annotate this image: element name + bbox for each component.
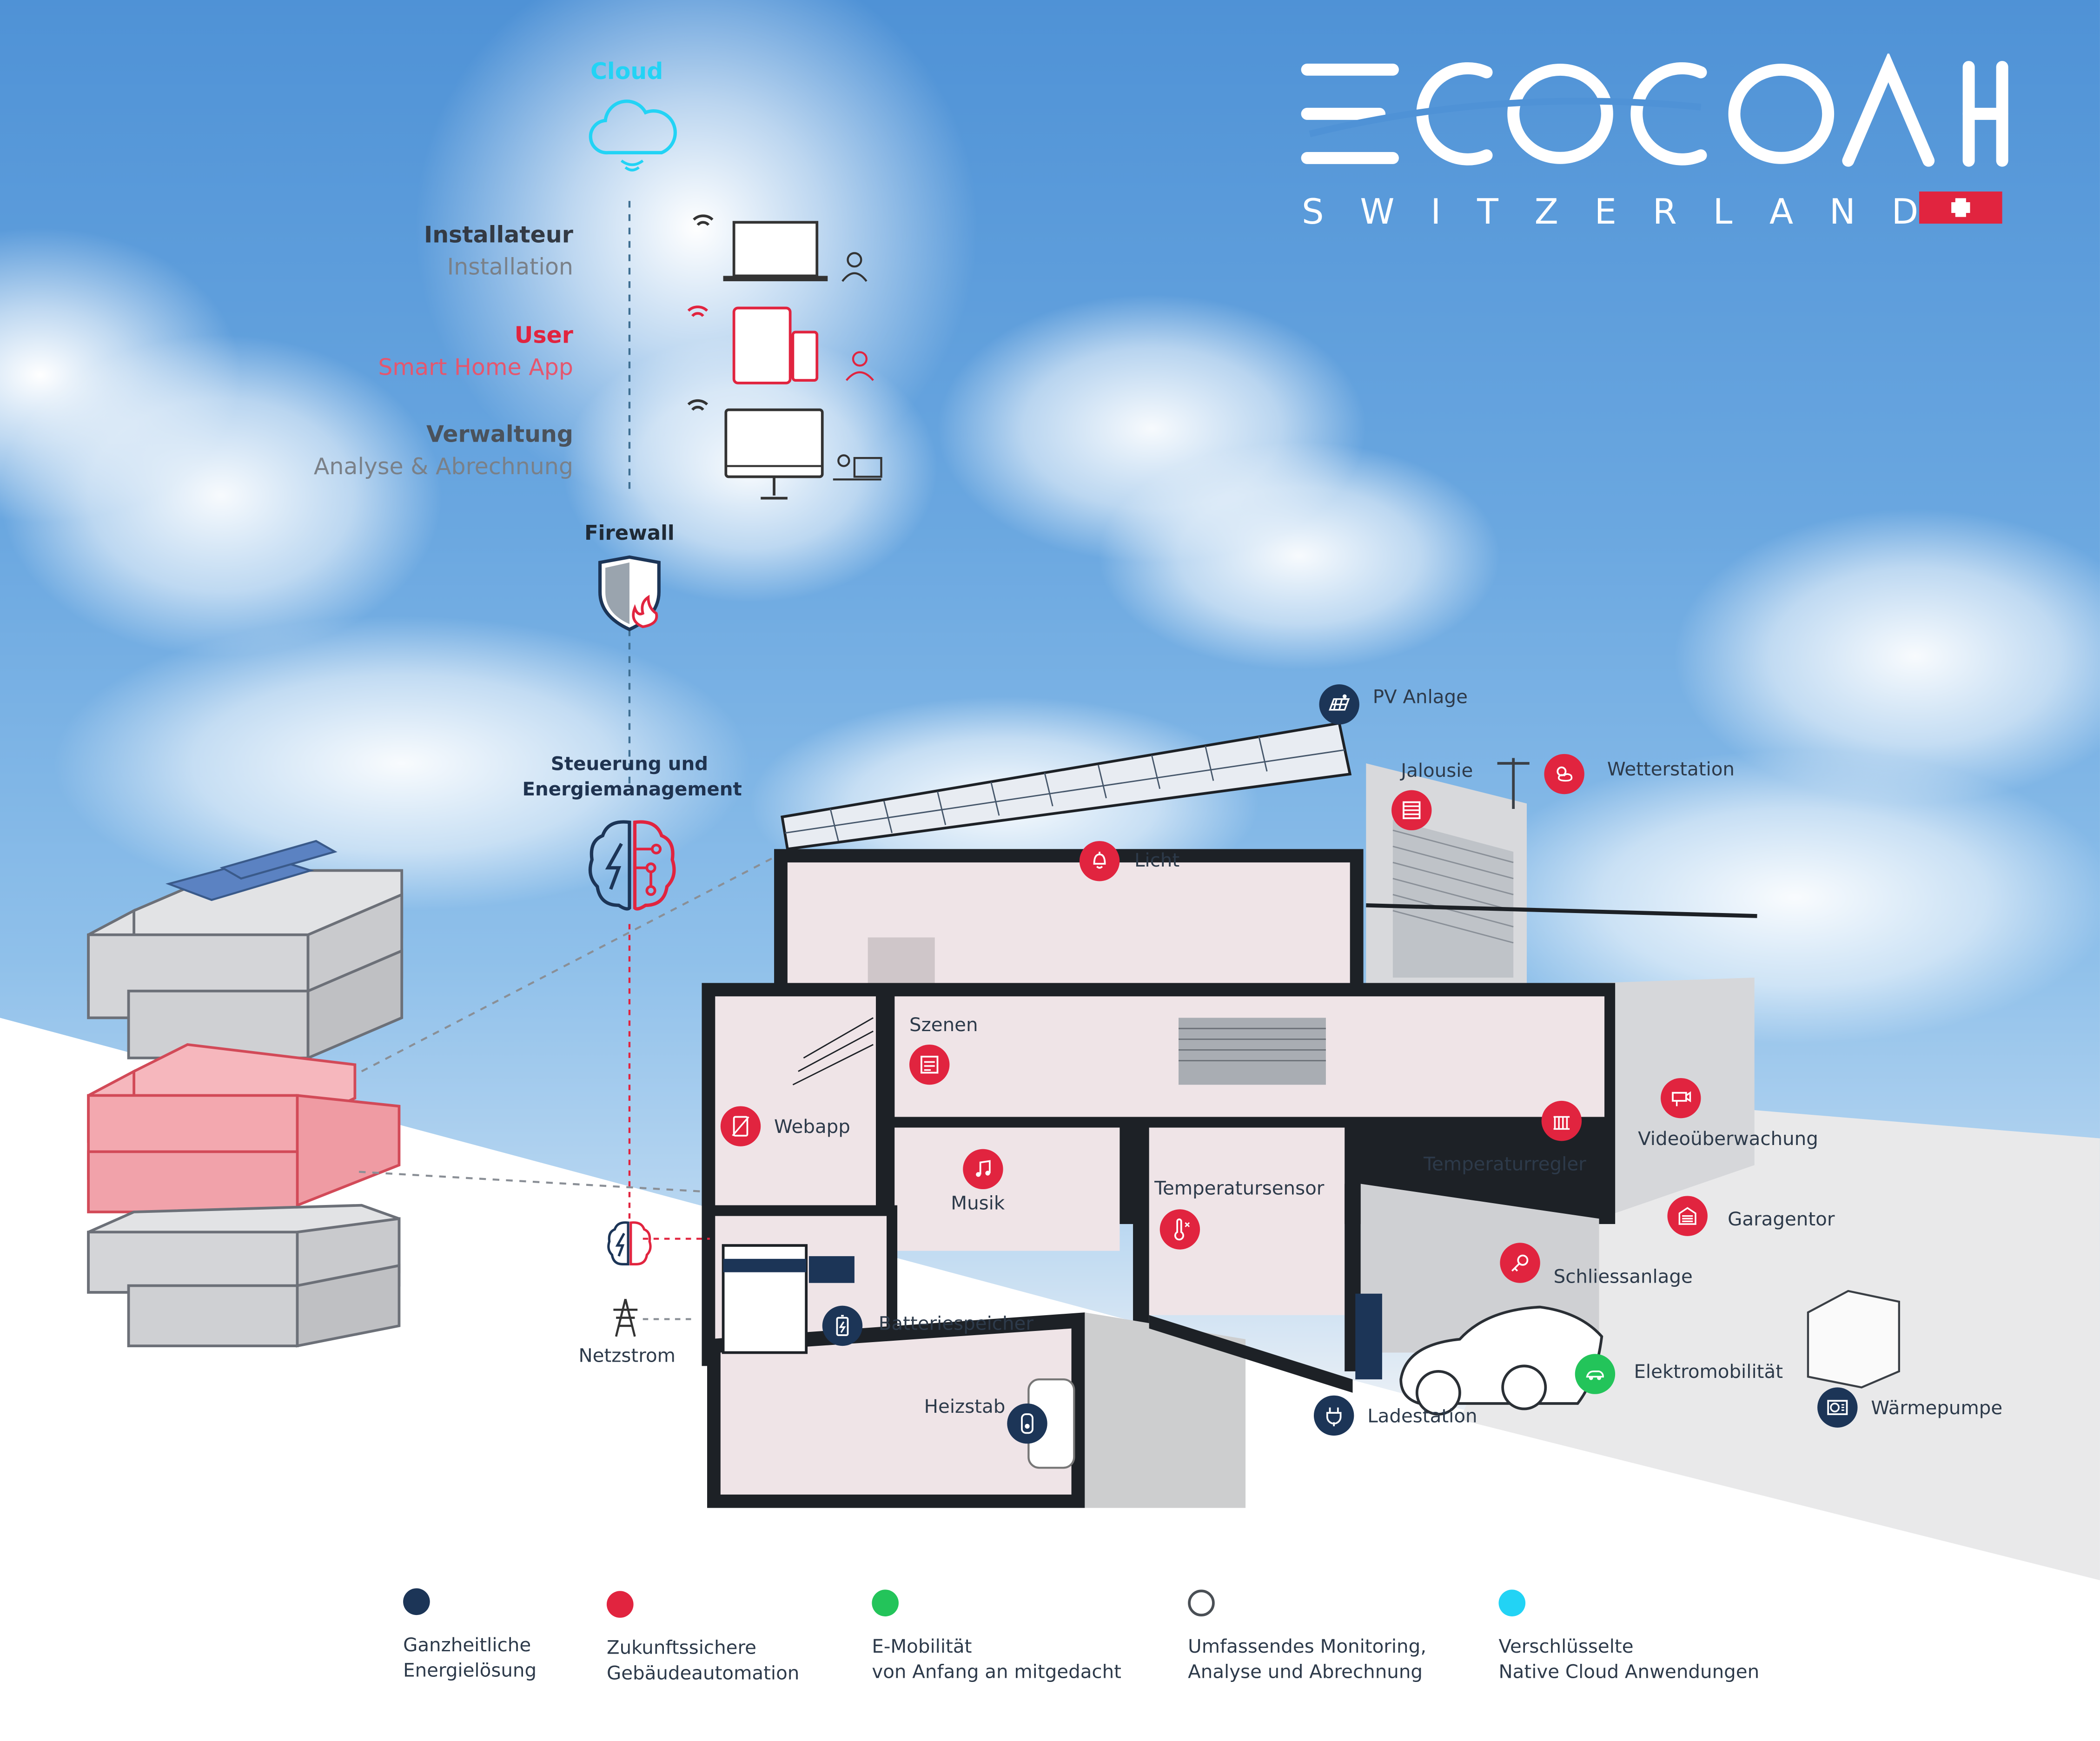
control-label-line1: Steuerung und xyxy=(550,754,709,775)
webapp-icon xyxy=(720,1106,761,1146)
waermepumpe-icon xyxy=(1817,1387,1858,1428)
garagentor-label: Garagentor xyxy=(1728,1209,1835,1231)
heizstab-icon xyxy=(1007,1403,1047,1444)
tablet-phone-icon xyxy=(687,305,874,384)
control-label-line2: Energiemanagement xyxy=(522,779,742,801)
wetterstation-label: Wetterstation xyxy=(1607,759,1735,781)
dashed-connection-line xyxy=(628,201,631,1219)
user-sub: Smart Home App xyxy=(378,355,573,382)
cloud-shape xyxy=(1098,442,1500,670)
jalousie-icon xyxy=(1391,790,1432,831)
brain-control-icon xyxy=(588,820,676,911)
firewall-shield-icon xyxy=(598,555,661,631)
legend-dot-navy xyxy=(403,1588,430,1615)
webapp-label: Webapp xyxy=(774,1117,850,1139)
cloud-label: Cloud xyxy=(590,59,663,86)
szenen-label: Szenen xyxy=(909,1015,978,1037)
installer-sub: Installation xyxy=(447,254,573,281)
licht-icon xyxy=(1079,841,1120,881)
firewall-label: Firewall xyxy=(584,521,675,545)
netzstrom-label: Netzstrom xyxy=(578,1346,676,1368)
temperatursensor-icon xyxy=(1159,1209,1200,1250)
power-tower-icon xyxy=(613,1298,638,1337)
laptop-icon xyxy=(693,214,868,282)
batteriespeicher-icon xyxy=(822,1305,863,1346)
cloud-shape xyxy=(0,335,442,656)
waermepumpe-label: Wärmepumpe xyxy=(1871,1398,2003,1420)
swiss-flag-icon xyxy=(1919,191,2002,224)
schliessanlage-icon xyxy=(1500,1243,1540,1283)
exploded-building-sketch xyxy=(87,840,786,1348)
jalousie-label: Jalousie xyxy=(1401,761,1473,782)
musik-label: Musik xyxy=(951,1193,1005,1215)
licht-label: Licht xyxy=(1134,850,1180,872)
temperatursensor-label: Temperatursensor xyxy=(1154,1178,1325,1200)
admin-sub: Analyse & Abrechnung xyxy=(313,454,573,481)
installer-title: Installateur xyxy=(424,222,573,249)
szenen-icon xyxy=(909,1044,950,1085)
cloud-icon xyxy=(589,99,677,172)
schliessanlage-label: Schliessanlage xyxy=(1553,1267,1693,1289)
videoueberwachung-label: Videoüberwachung xyxy=(1638,1129,1818,1151)
legend-text: Umfassendes Monitoring,Analyse und Abrec… xyxy=(1188,1636,1427,1684)
temperaturregler-label: Temperaturregler xyxy=(1424,1154,1586,1176)
musik-icon xyxy=(963,1149,1003,1190)
legend-dot-green xyxy=(872,1589,899,1617)
legend-dot-red xyxy=(606,1591,634,1618)
elektromobilitaet-label: Elektromobilität xyxy=(1634,1362,1783,1384)
legend-dot-white xyxy=(1188,1589,1215,1617)
heizstab-label: Heizstab xyxy=(924,1397,1006,1418)
batteriespeicher-label: Batteriespeicher xyxy=(878,1313,1033,1336)
wetterstation-icon xyxy=(1544,754,1584,794)
ecocoach-logo xyxy=(1301,53,2008,167)
legend-dot-cyan xyxy=(1498,1589,1526,1617)
temperaturregler-icon xyxy=(1541,1100,1582,1141)
videoueberwachung-icon xyxy=(1661,1078,1701,1119)
garagentor-icon xyxy=(1667,1196,1708,1236)
ladestation-icon xyxy=(1313,1395,1354,1436)
user-title: User xyxy=(514,323,573,350)
brain-small-icon xyxy=(607,1221,652,1265)
brand-country: SWITZERLAND xyxy=(1302,192,1955,233)
ladestation-label: Ladestation xyxy=(1367,1406,1477,1428)
elektromobilitaet-icon xyxy=(1575,1354,1616,1394)
pv-icon xyxy=(1319,684,1359,725)
pv-label: PV Anlage xyxy=(1372,687,1468,708)
admin-title: Verwaltung xyxy=(426,422,573,449)
desktop-monitor-icon xyxy=(687,399,882,500)
